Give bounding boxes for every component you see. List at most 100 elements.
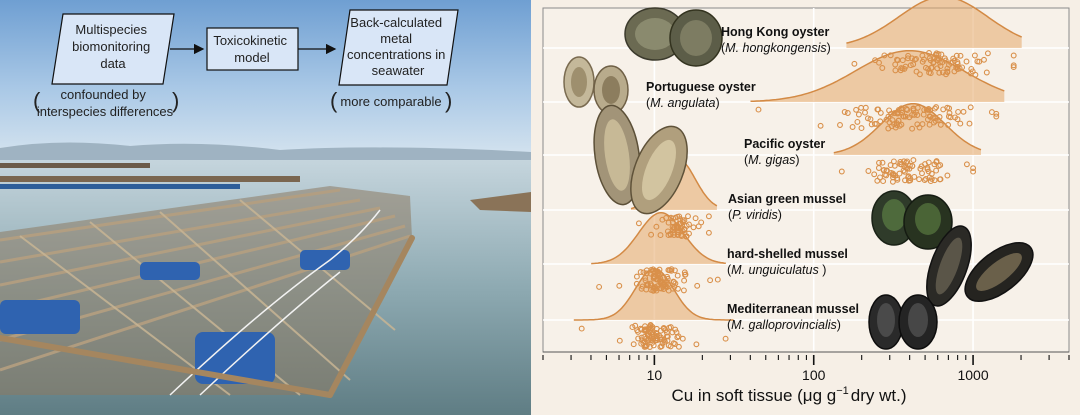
data-point [933,167,940,174]
data-point [838,168,845,175]
data-point [921,177,928,184]
data-point [693,341,700,348]
scientific-name: M. unguiculatus [731,263,819,277]
data-point [933,104,940,111]
box3-line: metal [380,31,412,46]
data-point [872,57,879,64]
x-tick-label: 100 [802,367,826,383]
data-point [931,177,938,184]
data-point [686,230,692,237]
data-point [705,229,712,236]
scientific-name: M. galloprovincialis [731,318,837,332]
data-point [981,56,987,63]
data-point [647,282,654,289]
data-point [896,122,903,129]
data-point [841,109,848,115]
data-point [876,159,882,166]
data-point [865,168,872,174]
species-scientific-name: (M. unguiculatus ) [727,263,826,277]
data-point [642,277,649,284]
data-point [633,280,640,287]
data-point [969,68,976,75]
data-point [680,287,687,294]
data-point [946,61,952,68]
data-point [967,104,974,111]
data-point [886,119,893,126]
data-point [954,66,961,73]
data-point [955,108,962,115]
open-paren: ( [727,318,732,332]
data-point [892,61,899,68]
box1-line: data [100,56,126,71]
box1-text: Multispecies biomonitoring data [72,22,154,71]
data-point [671,279,677,286]
data-point [657,232,664,239]
data-point [638,340,645,347]
data-point [680,219,686,226]
species-common-name: Asian green mussel [728,192,846,206]
data-point [643,286,650,293]
data-point [886,107,893,114]
data-point [1010,64,1017,71]
data-point [659,216,666,223]
data-point [924,164,931,171]
data-point [885,113,892,120]
box2-line: model [234,50,270,65]
data-point [891,110,898,117]
data-point [902,113,909,120]
species-labels: Hong Kong oyster(M. hongkongensis)Portug… [646,25,859,332]
data-point [945,122,952,128]
data-point [643,270,650,277]
data-point [855,111,862,118]
data-point [854,118,861,125]
flowchart: Multispecies biomonitoring data Toxicoki… [33,9,459,119]
data-point [837,122,843,128]
data-point [944,172,951,179]
data-point [957,52,964,59]
data-point [635,335,642,342]
data-point [666,324,673,331]
density-ridge [846,0,1022,48]
data-point [938,51,945,58]
data-point [844,110,851,116]
data-point [755,106,762,113]
data-point [970,165,977,172]
data-point [596,283,603,290]
data-point [664,275,671,282]
data-point [892,172,899,179]
species-common-name: hard-shelled mussel [727,247,848,261]
species-scientific-name: (M. hongkongensis) [721,41,831,55]
data-point [853,106,860,113]
data-point [993,113,1000,120]
data-point [971,52,978,59]
data-point [897,161,904,167]
box3-line: Back-calculated [350,15,442,30]
species-common-name: Pacific oyster [744,137,825,151]
data-point [984,50,991,57]
data-point [944,69,951,76]
data-point [902,63,909,70]
data-point [679,335,686,342]
open-paren: ( [744,153,749,167]
data-point [667,343,674,350]
data-point [616,282,623,289]
scientific-name: M. hongkongensis [725,41,826,55]
data-point [913,68,920,75]
seawater-concentration-box [338,9,459,86]
box2-text: Toxicokinetic model [213,33,290,65]
note3-open-paren: ( [330,88,338,113]
data-point [891,162,898,169]
data-point [1010,52,1017,59]
data-point [722,335,729,342]
chart-points [578,50,1017,350]
data-point [926,50,932,56]
oyster-photo-pacific [593,104,688,215]
data-point [966,120,973,127]
data-point [640,269,647,276]
data-point [906,114,913,121]
data-point [911,56,918,63]
data-point [926,113,933,120]
data-point [942,57,949,64]
chart-panel: Hong Kong oyster(M. hongkongensis)Portug… [531,0,1080,415]
